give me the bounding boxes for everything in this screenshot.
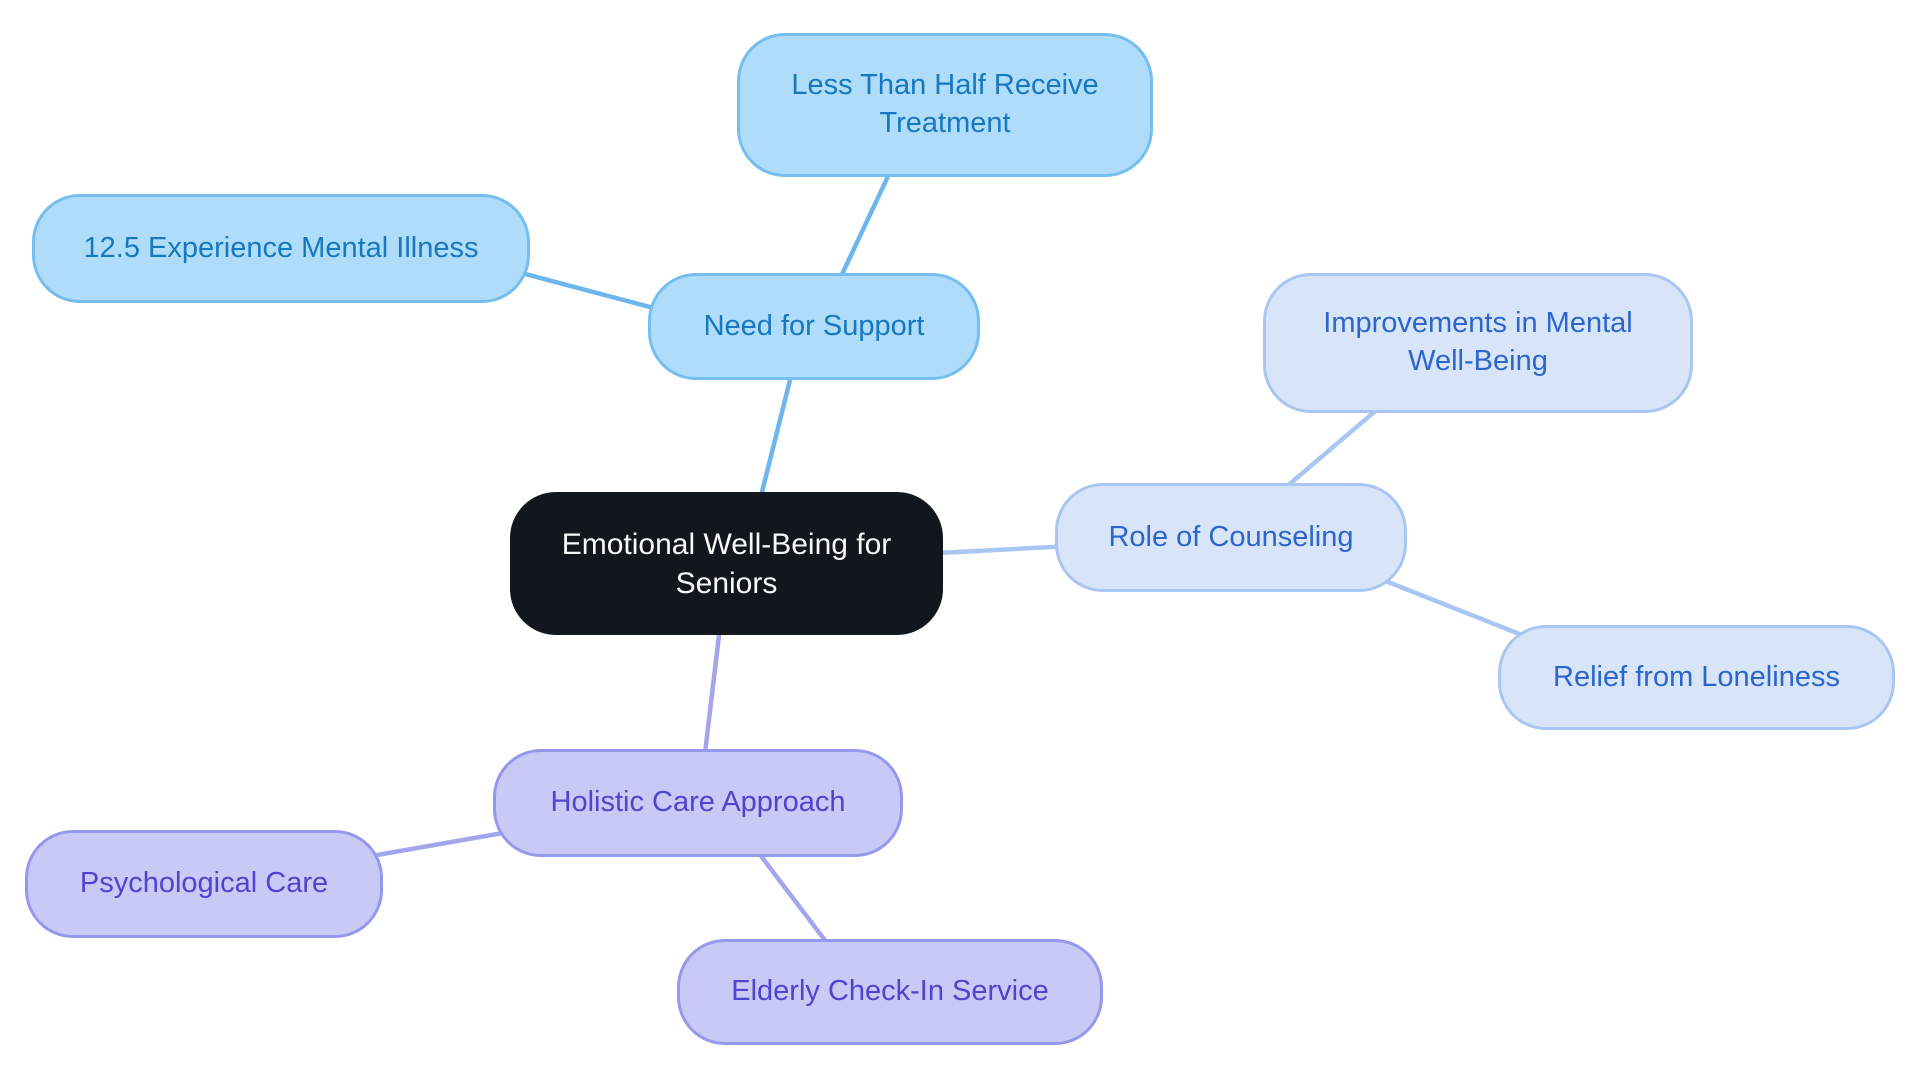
node-elderly-checkin-service[interactable]: Elderly Check-In Service (677, 939, 1103, 1045)
node-role-of-counseling-label: Role of Counseling (1108, 520, 1354, 553)
node-experience-mental-illness-label: 12.5 Experience Mental Illness (83, 231, 479, 264)
node-relief-label: Relief from Loneliness (1553, 660, 1840, 693)
node-holistic-care-label: Holistic Care Approach (550, 786, 846, 819)
node-less-than-half-label: Less Than Half Receive Treatment (791, 69, 1099, 139)
node-elderly-checkin-label: Elderly Check-In Service (731, 975, 1049, 1008)
node-psychological-care-label: Psychological Care (79, 867, 329, 900)
node-need-for-support[interactable]: Need for Support (648, 273, 980, 380)
node-experience-mental-illness[interactable]: 12.5 Experience Mental Illness (32, 194, 530, 303)
node-relief-from-loneliness[interactable]: Relief from Loneliness (1498, 625, 1895, 730)
node-root-label: Emotional Well-Being for Seniors (561, 527, 892, 600)
node-improvements-in-mental-well-being[interactable]: Improvements in Mental Well-Being (1263, 273, 1693, 413)
edge-holistic-care-to-psychological-care (357, 827, 523, 861)
node-need-for-support-label: Need for Support (703, 309, 925, 342)
node-role-of-counseling[interactable]: Role of Counseling (1055, 483, 1407, 592)
node-root-emotional-well-being[interactable]: Emotional Well-Being for Seniors (510, 492, 943, 635)
node-less-than-half-receive-treatment[interactable]: Less Than Half Receive Treatment (737, 33, 1153, 177)
node-holistic-care-approach[interactable]: Holistic Care Approach (493, 749, 903, 857)
edge-root-to-holistic-care (700, 607, 725, 773)
node-improvements-label: Improvements in Mental Well-Being (1323, 307, 1633, 377)
node-psychological-care[interactable]: Psychological Care (25, 830, 383, 938)
